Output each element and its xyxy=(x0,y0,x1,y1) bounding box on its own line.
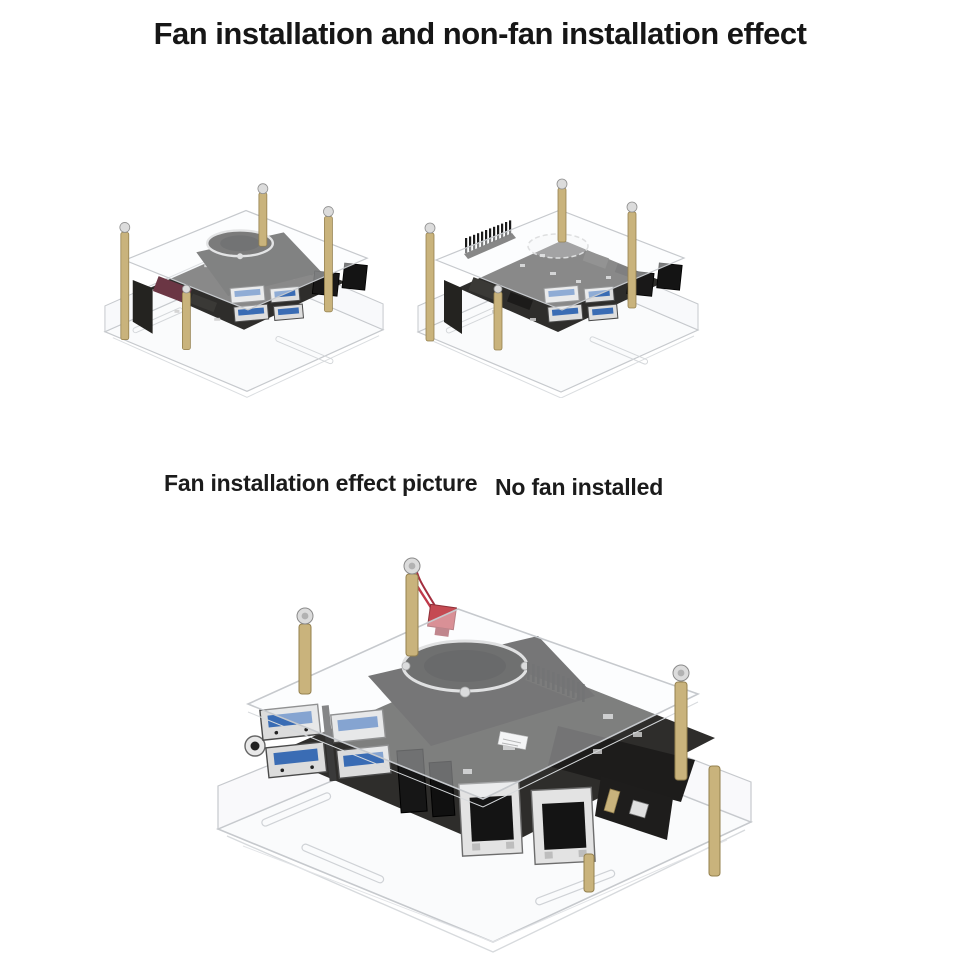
acrylic-top-plate xyxy=(434,209,686,311)
fan-mount-ring xyxy=(527,233,589,259)
brass-standoffs xyxy=(296,557,721,893)
cooling-fan-icon xyxy=(368,636,595,746)
hdmi-ports xyxy=(396,748,456,818)
page-title: Fan installation and non-fan installatio… xyxy=(153,16,807,51)
usb3-ports xyxy=(543,284,619,323)
acrylic-top-plate xyxy=(245,608,701,800)
no-fan-photo xyxy=(408,178,708,398)
dc-jack-icon xyxy=(244,735,266,757)
brass-standoffs xyxy=(424,178,638,351)
side-connector-strip xyxy=(595,776,673,840)
gpio-pins xyxy=(525,662,585,702)
gpio-pins xyxy=(464,220,516,259)
ethernet-ports xyxy=(458,780,596,866)
fan-installed-photo xyxy=(95,180,393,398)
detail-illustration xyxy=(215,557,754,953)
brass-standoffs xyxy=(119,183,334,350)
fan-installed-illustration xyxy=(103,183,385,398)
acrylic-top-plate-edge xyxy=(247,701,699,808)
fan-installed-detail-photo xyxy=(203,554,765,954)
no-fan-illustration xyxy=(416,178,700,398)
cooling-fan-icon xyxy=(196,229,322,296)
caption-fan-installed: Fan installation effect picture xyxy=(164,470,478,496)
pcb-board xyxy=(444,233,664,334)
acrylic-top-plate xyxy=(123,209,369,311)
caption-no-fan: No fan installed xyxy=(495,474,664,500)
